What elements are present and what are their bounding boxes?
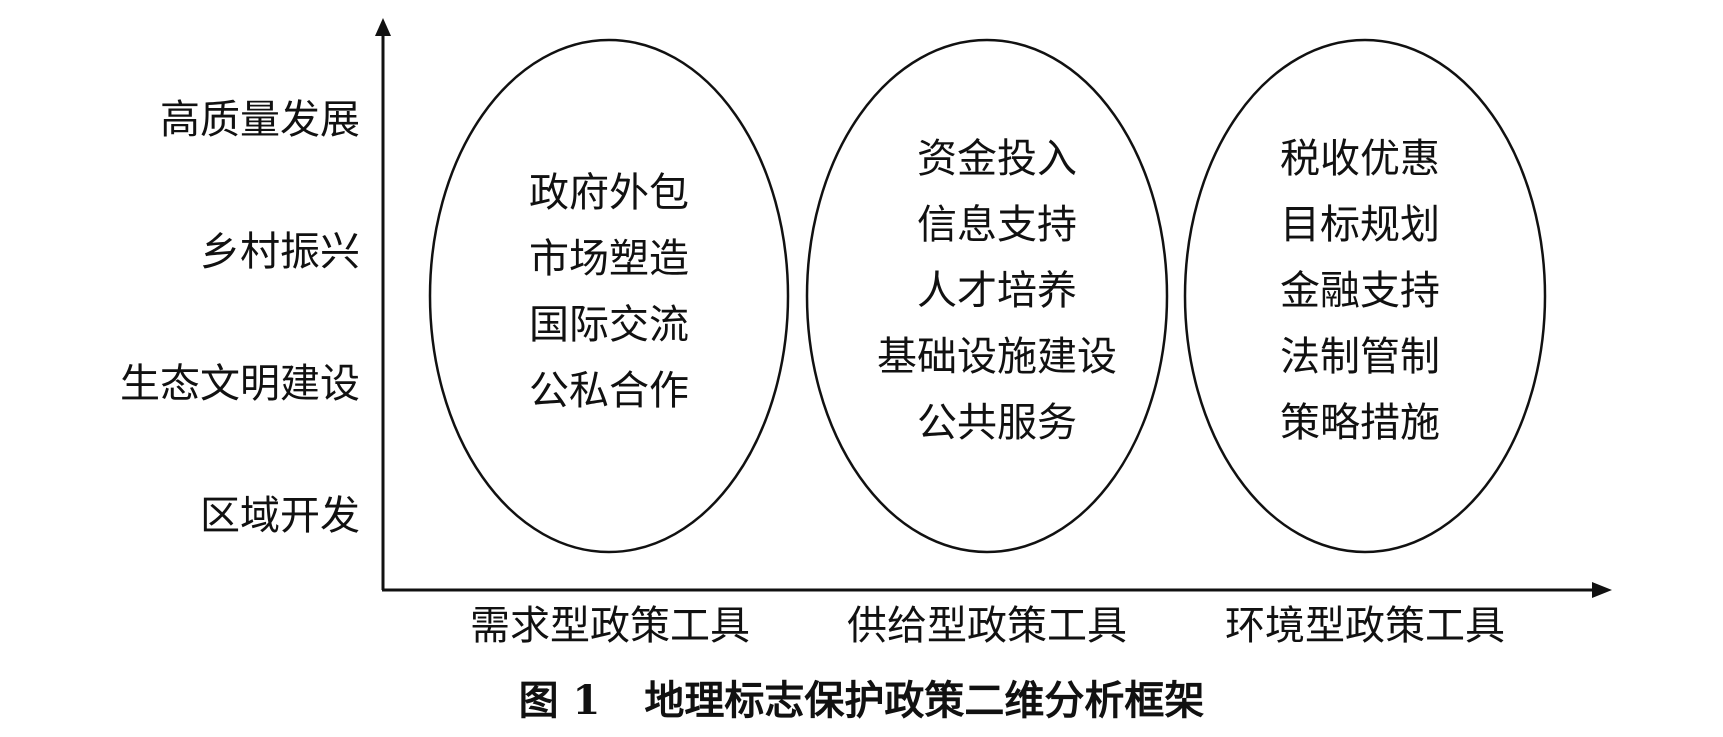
y-axis-label: 生态文明建设 [120,361,360,407]
demand-tools-ellipse [428,38,790,554]
policy-tool-item: 人才培养 [917,268,1077,314]
policy-tool-item: 市场塑造 [529,236,689,282]
demand-tools-list: 政府外包 市场塑造 国际交流 公私合作 [449,160,769,424]
y-axis-arrow-icon [375,18,391,36]
y-axis-label: 乡村振兴 [200,229,360,275]
figure-title: 地理标志保护政策二维分析框架 [644,677,1205,724]
policy-tool-item: 策略措施 [1280,400,1440,446]
policy-tool-item: 税收优惠 [1280,136,1440,182]
environment-tools-list: 税收优惠 目标规划 金融支持 法制管制 策略措施 [1200,126,1520,456]
policy-tool-item: 国际交流 [529,302,689,348]
policy-tool-item: 资金投入 [917,136,1077,182]
policy-tool-item: 目标规划 [1280,202,1440,248]
x-axis-label: 供给型政策工具 [847,603,1127,649]
policy-tool-item: 信息支持 [917,202,1077,248]
policy-tool-item: 法制管制 [1280,334,1440,380]
x-axis-label: 环境型政策工具 [1225,603,1505,649]
policy-tool-item: 基础设施建设 [877,334,1117,380]
supply-tools-ellipse [805,38,1169,554]
supply-tools-list: 资金投入 信息支持 人才培养 基础设施建设 公共服务 [837,126,1157,456]
y-axis-label: 高质量发展 [160,97,360,143]
policy-tool-item: 公共服务 [917,400,1077,446]
policy-tool-item: 金融支持 [1280,268,1440,314]
y-axis-label: 区域开发 [200,493,360,539]
policy-tool-item: 政府外包 [529,170,689,216]
environment-tools-ellipse [1183,38,1547,554]
x-axis-arrow-icon [1592,582,1612,598]
figure-caption: 图 1 地理标志保护政策二维分析框架 [0,676,1723,726]
x-axis-label: 需求型政策工具 [470,603,750,649]
policy-tool-item: 公私合作 [529,368,689,414]
figure-number: 图 1 [518,677,601,724]
